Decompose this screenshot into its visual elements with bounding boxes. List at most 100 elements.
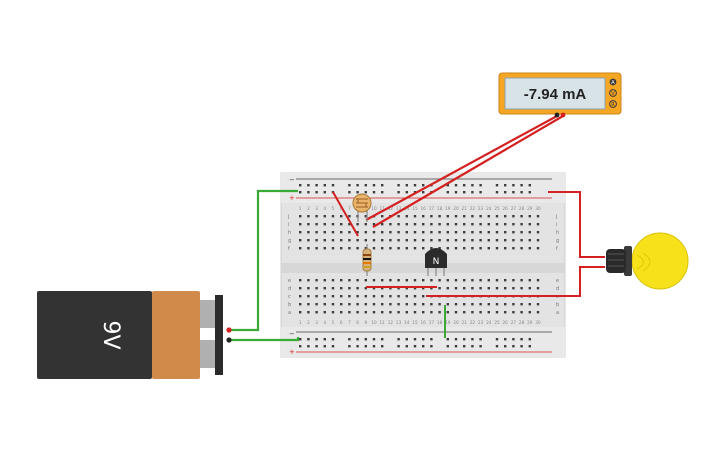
terminal-hole[interactable] [528,223,531,226]
terminal-hole[interactable] [520,311,523,314]
rail-hole[interactable] [463,338,466,341]
terminal-hole[interactable] [372,295,376,298]
terminal-hole[interactable] [307,279,310,282]
rail-hole[interactable] [463,345,466,348]
terminal-hole[interactable] [413,303,417,306]
terminal-hole[interactable] [479,239,482,242]
rail-hole[interactable] [528,345,531,348]
terminal-hole[interactable] [454,231,458,234]
rail-hole[interactable] [405,338,408,341]
terminal-hole[interactable] [405,239,408,242]
npn-transistor[interactable]: N [425,248,447,276]
rail-hole[interactable] [348,345,351,348]
terminal-hole[interactable] [397,287,400,290]
terminal-hole[interactable] [479,215,482,218]
rail-hole[interactable] [446,191,449,194]
terminal-hole[interactable] [381,279,384,282]
terminal-hole[interactable] [487,279,490,282]
terminal-hole[interactable] [512,231,515,234]
terminal-hole[interactable] [372,279,376,282]
rail-hole[interactable] [495,191,499,194]
terminal-hole[interactable] [446,287,449,290]
terminal-hole[interactable] [413,295,417,298]
terminal-hole[interactable] [504,287,507,290]
terminal-hole[interactable] [372,231,376,234]
terminal-hole[interactable] [413,239,417,242]
terminal-hole[interactable] [315,295,318,298]
rail-hole[interactable] [504,345,507,348]
terminal-hole[interactable] [356,247,359,250]
terminal-hole[interactable] [307,311,310,314]
terminal-hole[interactable] [381,295,384,298]
terminal-hole[interactable] [340,247,343,250]
rail-hole[interactable] [405,345,408,348]
rail-hole[interactable] [471,184,474,187]
green-wire-battery-top[interactable] [228,189,298,332]
terminal-hole[interactable] [512,215,515,218]
terminal-hole[interactable] [520,231,523,234]
terminal-hole[interactable] [405,223,408,226]
terminal-hole[interactable] [299,231,302,234]
terminal-hole[interactable] [454,303,458,306]
terminal-hole[interactable] [487,231,490,234]
terminal-hole[interactable] [430,279,433,282]
terminal-hole[interactable] [471,223,474,226]
terminal-hole[interactable] [520,223,523,226]
terminal-hole[interactable] [422,223,425,226]
rail-hole[interactable] [463,191,466,194]
terminal-hole[interactable] [463,223,466,226]
terminal-hole[interactable] [364,231,367,234]
terminal-hole[interactable] [430,239,433,242]
rail-hole[interactable] [504,184,507,187]
terminal-hole[interactable] [536,311,540,314]
terminal-hole[interactable] [422,215,425,218]
terminal-hole[interactable] [299,279,302,282]
terminal-hole[interactable] [356,239,359,242]
terminal-hole[interactable] [397,231,400,234]
terminal-hole[interactable] [307,231,310,234]
terminal-hole[interactable] [364,223,367,226]
terminal-hole[interactable] [356,279,359,282]
terminal-hole[interactable] [413,231,417,234]
terminal-hole[interactable] [381,287,384,290]
terminal-hole[interactable] [446,279,449,282]
rail-hole[interactable] [331,184,335,187]
terminal-hole[interactable] [331,311,335,314]
terminal-hole[interactable] [331,295,335,298]
terminal-hole[interactable] [348,295,351,298]
rail-hole[interactable] [504,338,507,341]
terminal-hole[interactable] [364,279,367,282]
terminal-hole[interactable] [536,279,540,282]
terminal-hole[interactable] [397,295,400,298]
terminal-hole[interactable] [340,287,343,290]
battery-9v[interactable]: 9V [37,291,232,379]
terminal-hole[interactable] [381,311,384,314]
terminal-hole[interactable] [422,303,425,306]
rail-hole[interactable] [323,338,326,341]
terminal-hole[interactable] [356,311,359,314]
terminal-hole[interactable] [372,239,376,242]
terminal-hole[interactable] [323,215,326,218]
terminal-hole[interactable] [479,287,482,290]
rail-hole[interactable] [422,338,425,341]
terminal-hole[interactable] [348,215,351,218]
terminal-hole[interactable] [356,295,359,298]
terminal-hole[interactable] [512,279,515,282]
rail-hole[interactable] [413,345,417,348]
terminal-hole[interactable] [348,239,351,242]
rail-hole[interactable] [471,345,474,348]
terminal-hole[interactable] [315,223,318,226]
terminal-hole[interactable] [364,303,367,306]
terminal-hole[interactable] [331,287,335,290]
rail-hole[interactable] [479,338,482,341]
terminal-hole[interactable] [504,247,507,250]
terminal-hole[interactable] [323,279,326,282]
terminal-hole[interactable] [331,247,335,250]
terminal-hole[interactable] [504,215,507,218]
terminal-hole[interactable] [430,311,433,314]
terminal-hole[interactable] [479,231,482,234]
terminal-hole[interactable] [315,279,318,282]
rail-hole[interactable] [430,345,433,348]
terminal-hole[interactable] [405,279,408,282]
